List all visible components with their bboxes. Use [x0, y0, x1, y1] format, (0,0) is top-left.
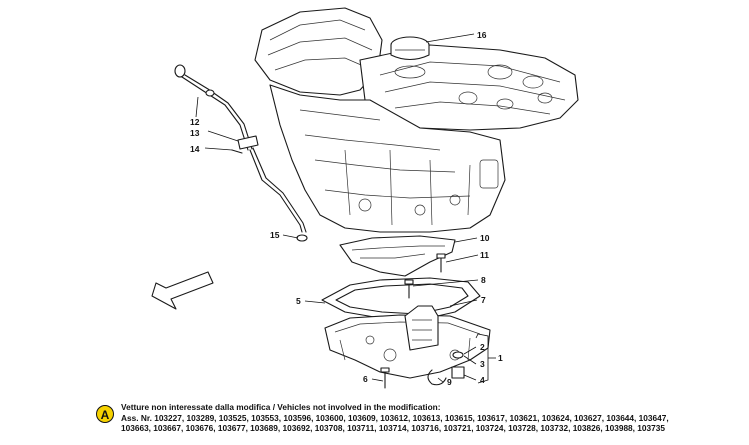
callout-16: 16: [477, 30, 487, 40]
callout-4: 4: [480, 375, 485, 385]
small-parts: [380, 253, 465, 389]
callout-10: 10: [480, 233, 490, 243]
callout-2: 2: [480, 342, 485, 352]
note-line-2: Ass. Nr. 103227, 103289, 103525, 103553,…: [121, 412, 669, 423]
callout-6: 6: [363, 374, 368, 384]
callout-labels: 16 12 13 14 15 10 11 8 7 5 2 3 4 1 9 6: [190, 30, 503, 387]
callout-5: 5: [296, 296, 301, 306]
callout-7: 7: [481, 295, 486, 305]
oil-pan: [324, 305, 491, 379]
callout-11: 11: [480, 250, 489, 260]
note-line-3: 103663, 103667, 103676, 103677, 103689, …: [121, 423, 665, 434]
callout-15: 15: [270, 230, 280, 240]
note-badge-a: A: [96, 405, 114, 423]
callout-9: 9: [447, 377, 452, 387]
callout-13: 13: [190, 128, 200, 138]
callout-12: 12: [190, 117, 200, 127]
oil-pan-gasket: [321, 277, 481, 321]
engine-block: [254, 7, 579, 233]
callout-3: 3: [480, 359, 485, 369]
callout-8: 8: [481, 275, 486, 285]
direction-arrow-icon: [151, 271, 214, 310]
callout-1: 1: [498, 353, 503, 363]
note-line-1: Vetture non interessate dalla modifica /…: [121, 402, 441, 412]
dipstick-assembly: [174, 64, 308, 242]
vehicle-exclusion-note: Vetture non interessate dalla modifica /…: [121, 402, 741, 434]
callout-14: 14: [190, 144, 200, 154]
leader-lines: [195, 33, 496, 384]
